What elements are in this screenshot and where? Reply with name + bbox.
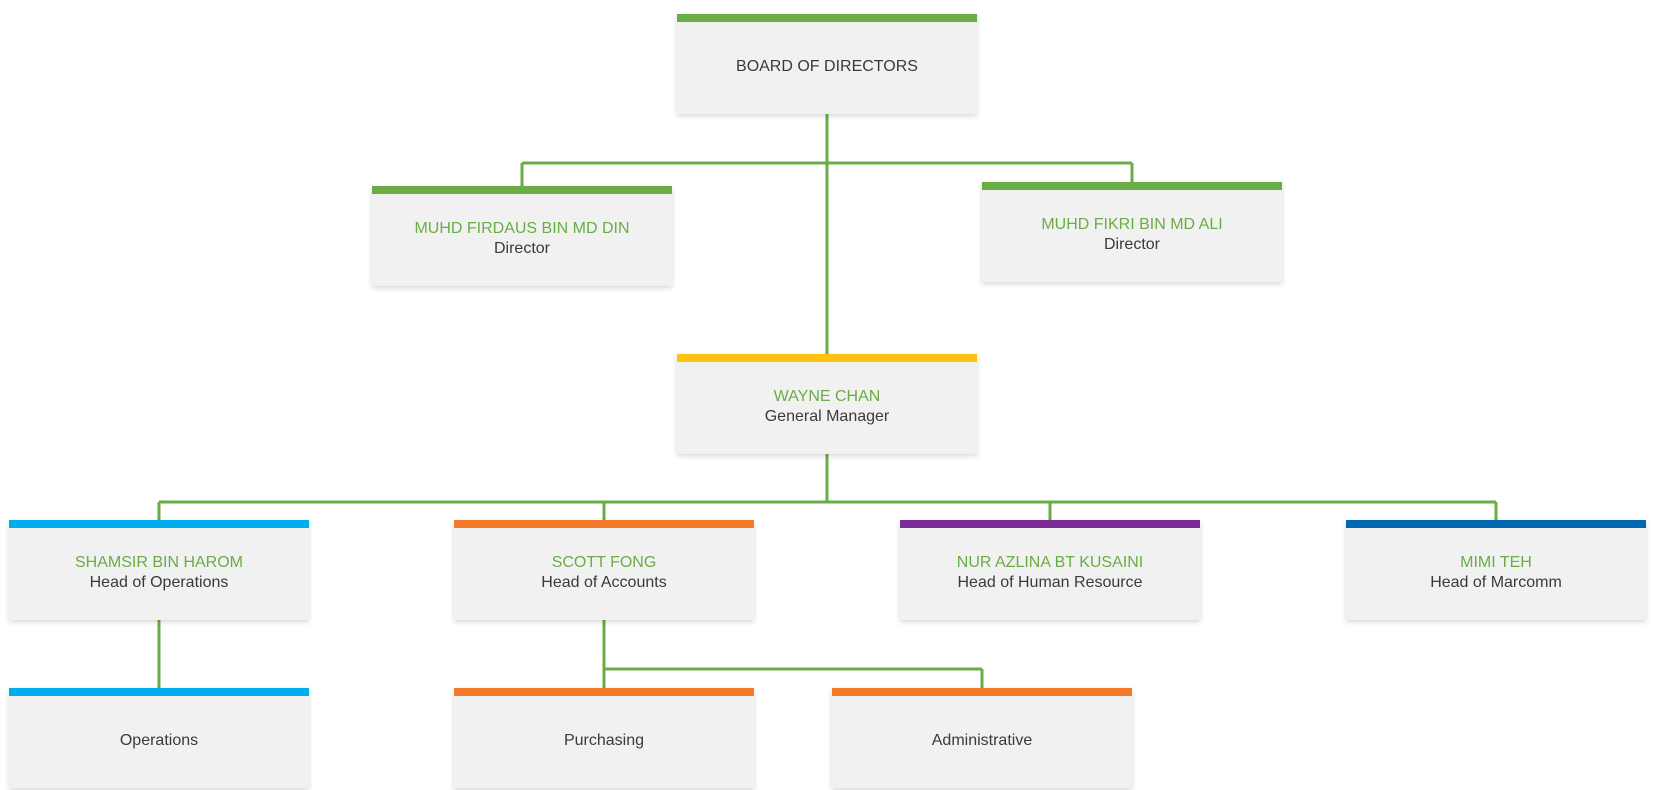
department-box-operations: Operations (9, 688, 309, 788)
head-accent-bar (9, 520, 309, 528)
general-manager-role: General Manager (764, 408, 890, 425)
department-box-purchasing: Purchasing (454, 688, 754, 788)
director-accent-bar (982, 182, 1282, 190)
head-role: Head of Marcomm (1430, 574, 1562, 591)
head-box-accounts: SCOTT FONG Head of Accounts (454, 520, 754, 620)
head-name: NUR AZLINA BT KUSAINI (956, 554, 1144, 571)
department-accent-bar (454, 688, 754, 696)
department-title: Operations (119, 732, 199, 749)
director-accent-bar (372, 186, 672, 194)
director-name: MUHD FIKRI BIN MD ALI (1041, 216, 1223, 233)
department-title: Purchasing (563, 732, 645, 749)
head-role: Head of Accounts (541, 574, 667, 591)
head-box-marcomm: MIMI TEH Head of Marcomm (1346, 520, 1646, 620)
director-role: Director (1103, 236, 1160, 253)
head-box-human-resource: NUR AZLINA BT KUSAINI Head of Human Reso… (900, 520, 1200, 620)
department-title: Administrative (931, 732, 1033, 749)
general-manager-name: WAYNE CHAN (773, 388, 881, 405)
director-box-firdaus: MUHD FIRDAUS BIN MD DIN Director (372, 186, 672, 286)
head-accent-bar (900, 520, 1200, 528)
general-manager-box: WAYNE CHAN General Manager (677, 354, 977, 454)
head-accent-bar (1346, 520, 1646, 528)
board-of-directors-box: BOARD OF DIRECTORS (677, 14, 977, 114)
board-accent-bar (677, 14, 977, 22)
general-manager-accent-bar (677, 354, 977, 362)
head-name: SCOTT FONG (551, 554, 657, 571)
director-role: Director (493, 240, 550, 257)
department-accent-bar (832, 688, 1132, 696)
department-box-administrative: Administrative (832, 688, 1132, 788)
head-box-operations: SHAMSIR BIN HAROM Head of Operations (9, 520, 309, 620)
head-accent-bar (454, 520, 754, 528)
director-box-fikri: MUHD FIKRI BIN MD ALI Director (982, 182, 1282, 282)
director-name: MUHD FIRDAUS BIN MD DIN (414, 220, 630, 237)
board-title: BOARD OF DIRECTORS (736, 58, 918, 75)
head-role: Head of Operations (89, 574, 229, 591)
head-name: MIMI TEH (1460, 554, 1532, 571)
department-accent-bar (9, 688, 309, 696)
head-name: SHAMSIR BIN HAROM (74, 554, 243, 571)
head-role: Head of Human Resource (957, 574, 1143, 591)
